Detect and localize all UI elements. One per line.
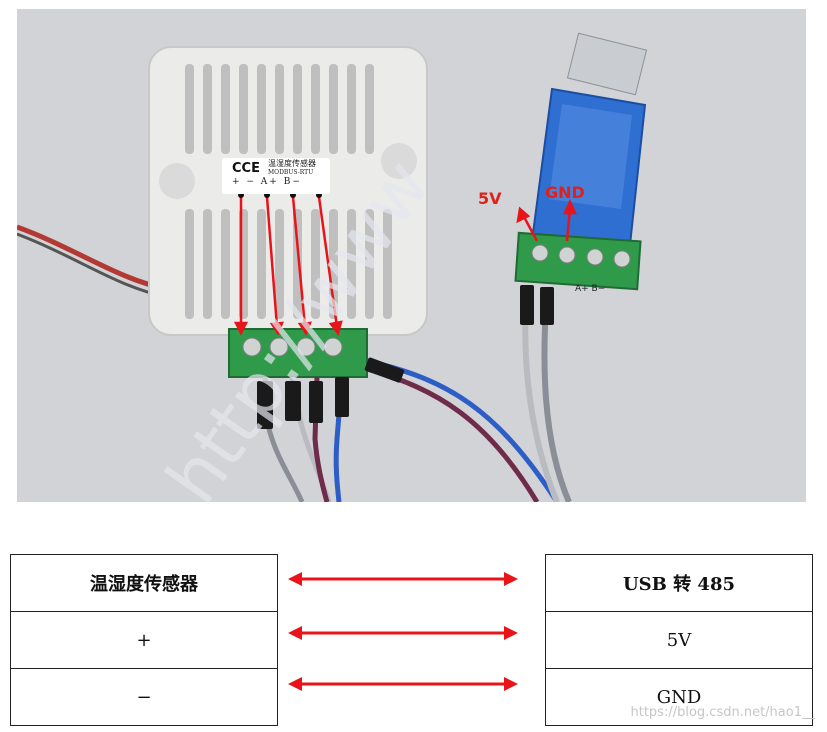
sensor-pin-minus: − bbox=[10, 668, 278, 726]
usb485-table-header: USB 转 485 bbox=[545, 554, 813, 612]
usb-gnd-label: GND bbox=[545, 183, 585, 202]
sensor-pin-table: 温湿度传感器 + − bbox=[10, 554, 278, 726]
usb-board-print: A+ B− bbox=[575, 284, 606, 294]
double-arrow-5v bbox=[288, 626, 518, 640]
brand-logo: CCE bbox=[232, 161, 260, 176]
usb-5v-label: 5V bbox=[478, 189, 502, 208]
double-arrow-gnd bbox=[288, 677, 518, 691]
usb-adapter bbox=[514, 32, 648, 291]
pin-labels: + − A+ B− bbox=[232, 177, 302, 187]
sensor-label-panel bbox=[222, 158, 330, 194]
sensor-pin-plus: + bbox=[10, 611, 278, 669]
wiring-photo bbox=[17, 9, 806, 502]
watermark-url: https://blog.csdn.net/hao1__ bbox=[630, 705, 816, 720]
sensor-table-header: 温湿度传感器 bbox=[10, 554, 278, 612]
sensor-name-label: 温湿度传感器 bbox=[268, 159, 316, 168]
usb485-pin-gnd: GND bbox=[545, 668, 813, 726]
sensor-terminal-block bbox=[228, 328, 368, 378]
usb485-pin-table: USB 转 485 5V GND bbox=[545, 554, 813, 726]
usb485-pin-5v: 5V bbox=[545, 611, 813, 669]
double-arrow-header bbox=[288, 572, 518, 586]
protocol-label: MODBUS-RTU bbox=[268, 169, 314, 176]
photo-illustration bbox=[17, 32, 648, 502]
